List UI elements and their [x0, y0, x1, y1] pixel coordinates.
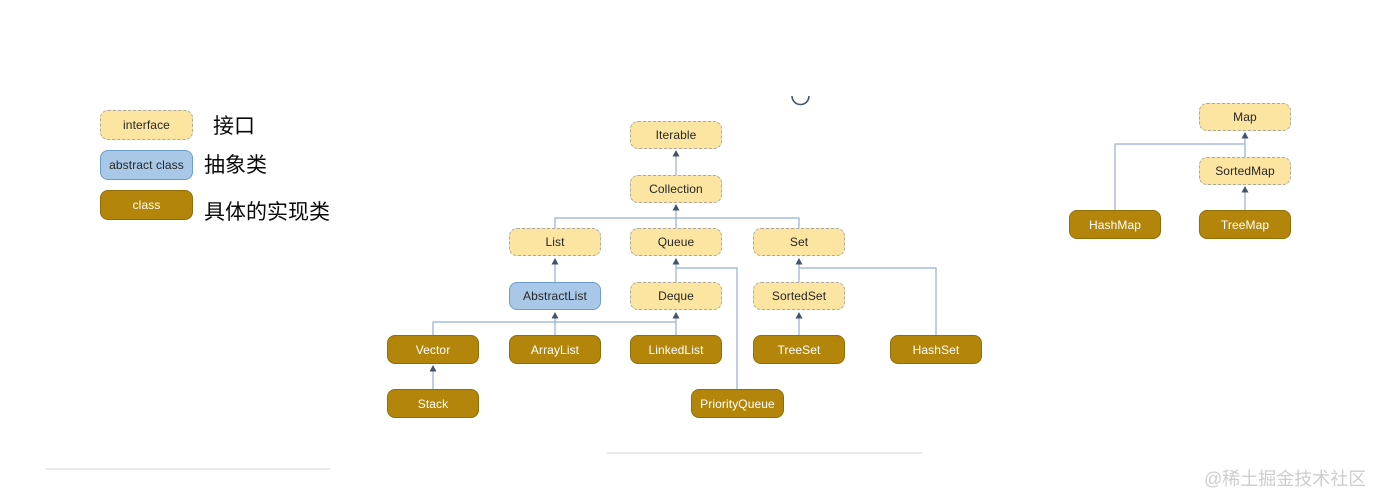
edge-list-queue-set-bus: [554, 217, 800, 228]
node-queue: Queue: [630, 228, 722, 256]
node-arraylist: ArrayList: [509, 335, 601, 364]
node-treemap: TreeMap: [1199, 210, 1291, 239]
legend-interface-box: interface: [100, 110, 193, 140]
node-stack: Stack: [387, 389, 479, 418]
watermark: @稀土掘金技术社区: [1204, 469, 1367, 489]
node-hashset: HashSet: [890, 335, 982, 364]
divider-right: [607, 452, 922, 454]
node-linkedlist: LinkedList: [630, 335, 722, 364]
node-sortedmap: SortedMap: [1199, 157, 1291, 185]
legend-class-box: class: [100, 190, 193, 220]
node-vector: Vector: [387, 335, 479, 364]
node-sortedset: SortedSet: [753, 282, 845, 310]
node-iterable: Iterable: [630, 121, 722, 149]
divider-left: [45, 468, 330, 470]
node-abstractlist: AbstractList: [509, 282, 601, 310]
legend-abstract-class-box: abstract class: [100, 150, 193, 180]
node-treeset: TreeSet: [753, 335, 845, 364]
node-hashmap: HashMap: [1069, 210, 1161, 239]
legend-class-label: 具体的实现类: [204, 200, 330, 224]
node-set: Set: [753, 228, 845, 256]
node-deque: Deque: [630, 282, 722, 310]
node-map: Map: [1199, 103, 1291, 131]
rotate-handle-arc-icon: [791, 95, 810, 106]
node-priorityqueue: PriorityQueue: [691, 389, 784, 418]
legend-interface-label: 接口: [213, 114, 255, 138]
legend-abstract-class-label: 抽象类: [204, 153, 267, 177]
edge-vector-arraylist-bus: [432, 321, 676, 335]
node-collection: Collection: [630, 175, 722, 203]
node-list: List: [509, 228, 601, 256]
